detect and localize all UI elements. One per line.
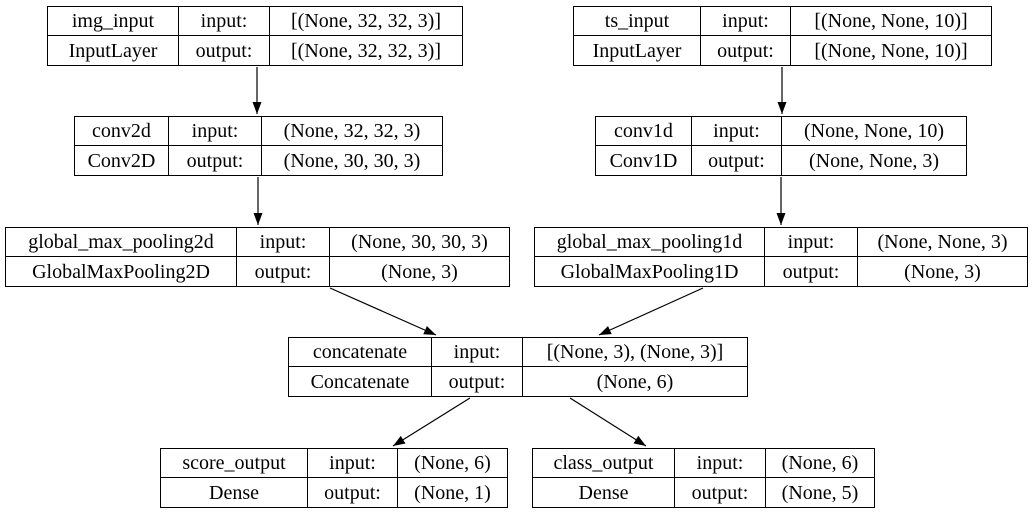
layer-type-cell: InputLayer (48, 36, 179, 65)
output-label: output: (308, 478, 398, 507)
layer-type-cell: Dense (533, 478, 675, 507)
output-shape-cell: (None, 3) (904, 260, 981, 283)
input-label: input: (765, 228, 858, 257)
input-shape-cell: (None, 6) (766, 449, 874, 478)
input-shape-cell: [(None, None, 10)] (791, 7, 991, 36)
output-shape-cell: [(None, 32, 32, 3)] (291, 39, 441, 62)
output-label: output: (432, 367, 523, 396)
input-shape-cell: (None, 32, 32, 3) (262, 117, 442, 146)
layer-name-cell: img_input (48, 7, 179, 36)
layer-type-cell: GlobalMaxPooling1D (535, 257, 765, 286)
layer-name-cell: conv2d (75, 117, 169, 146)
output-shape-cell: (None, 30, 30, 3) (283, 149, 421, 172)
output-shape-cell: (None, None, 3) (809, 149, 939, 172)
input-shape-cell: [(None, 32, 32, 3)] (270, 7, 462, 36)
edge-global_max_pooling2d-to-concatenate (329, 287, 437, 336)
edge-concatenate-to-score_output (392, 397, 471, 447)
output-shape-cell: (None, 5) (781, 481, 859, 504)
output-shape-cell: (None, 1) (414, 481, 491, 504)
input-shape-cell: (None, 6) (398, 449, 507, 478)
node-img_input: img_input input: [(None, 32, 32, 3)] Inp… (47, 6, 463, 66)
layer-name-cell: concatenate (289, 338, 432, 367)
layer-name-cell: conv1d (596, 117, 692, 146)
node-global_max_pooling1d: global_max_pooling1d input: (None, None,… (534, 227, 1028, 287)
output-label: output: (692, 146, 782, 175)
output-label: output: (169, 146, 262, 175)
layer-name-cell: global_max_pooling2d (6, 228, 237, 257)
output-label: output: (179, 36, 270, 65)
input-label: input: (701, 7, 791, 36)
input-shape-cell: [(None, 3), (None, 3)] (523, 338, 747, 367)
node-class_output: class_output input: (None, 6) Dense outp… (532, 448, 875, 508)
layer-type-cell: GlobalMaxPooling2D (6, 257, 237, 286)
layer-name-cell: class_output (533, 449, 675, 478)
node-concatenate: concatenate input: [(None, 3), (None, 3)… (288, 337, 748, 397)
output-shape-cell: (None, 3) (381, 260, 458, 283)
node-ts_input: ts_input input: [(None, None, 10)] Input… (573, 6, 992, 66)
layer-type-cell: InputLayer (574, 36, 701, 65)
input-label: input: (432, 338, 523, 367)
input-shape-cell: (None, None, 10) (782, 117, 966, 146)
output-shape-cell: [(None, None, 10)] (814, 39, 968, 62)
layer-type-cell: Conv1D (596, 146, 692, 175)
node-score_output: score_output input: (None, 6) Dense outp… (160, 448, 508, 508)
input-label: input: (179, 7, 270, 36)
node-global_max_pooling2d: global_max_pooling2d input: (None, 30, 3… (5, 227, 510, 287)
node-conv1d: conv1d input: (None, None, 10) Conv1D ou… (595, 116, 967, 176)
layer-name-cell: ts_input (574, 7, 701, 36)
input-label: input: (237, 228, 330, 257)
node-conv2d: conv2d input: (None, 32, 32, 3) Conv2D o… (74, 116, 443, 176)
input-label: input: (675, 449, 766, 478)
input-shape-cell: (None, None, 3) (858, 228, 1027, 257)
edge-global_max_pooling1d-to-concatenate (598, 287, 704, 336)
output-label: output: (765, 257, 858, 286)
input-label: input: (692, 117, 782, 146)
layer-type-cell: Dense (161, 478, 308, 507)
layer-name-cell: score_output (161, 449, 308, 478)
output-label: output: (675, 478, 766, 507)
output-label: output: (701, 36, 791, 65)
layer-type-cell: Conv2D (75, 146, 169, 175)
input-shape-cell: (None, 30, 30, 3) (330, 228, 509, 257)
layer-name-cell: global_max_pooling1d (535, 228, 765, 257)
input-label: input: (169, 117, 262, 146)
output-label: output: (237, 257, 330, 286)
edge-concatenate-to-class_output (569, 397, 647, 447)
layer-type-cell: Concatenate (289, 367, 432, 396)
input-label: input: (308, 449, 398, 478)
output-shape-cell: (None, 6) (596, 370, 674, 393)
